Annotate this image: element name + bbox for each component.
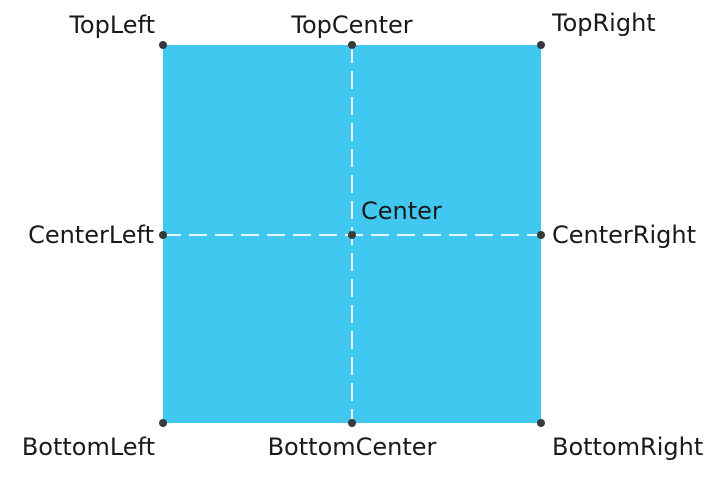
label-bottom-left: BottomLeft xyxy=(22,433,155,461)
anchor-dot-bottom-center xyxy=(348,419,356,427)
anchor-dot-bottom-left xyxy=(159,419,167,427)
label-center-left: CenterLeft xyxy=(28,221,154,249)
label-top-right: TopRight xyxy=(551,9,656,37)
label-top-center: TopCenter xyxy=(290,11,412,39)
anchor-dot-top-right xyxy=(537,41,545,49)
anchor-dot-top-left xyxy=(159,41,167,49)
label-bottom-center: BottomCenter xyxy=(268,433,437,461)
label-bottom-right: BottomRight xyxy=(552,433,703,461)
anchor-dot-center-left xyxy=(159,231,167,239)
anchor-dot-top-center xyxy=(348,41,356,49)
label-center: Center xyxy=(361,197,442,225)
anchor-dot-center xyxy=(348,231,356,239)
label-top-left: TopLeft xyxy=(68,11,155,39)
anchor-dot-bottom-right xyxy=(537,419,545,427)
anchor-dot-center-right xyxy=(537,231,545,239)
label-center-right: CenterRight xyxy=(552,221,696,249)
